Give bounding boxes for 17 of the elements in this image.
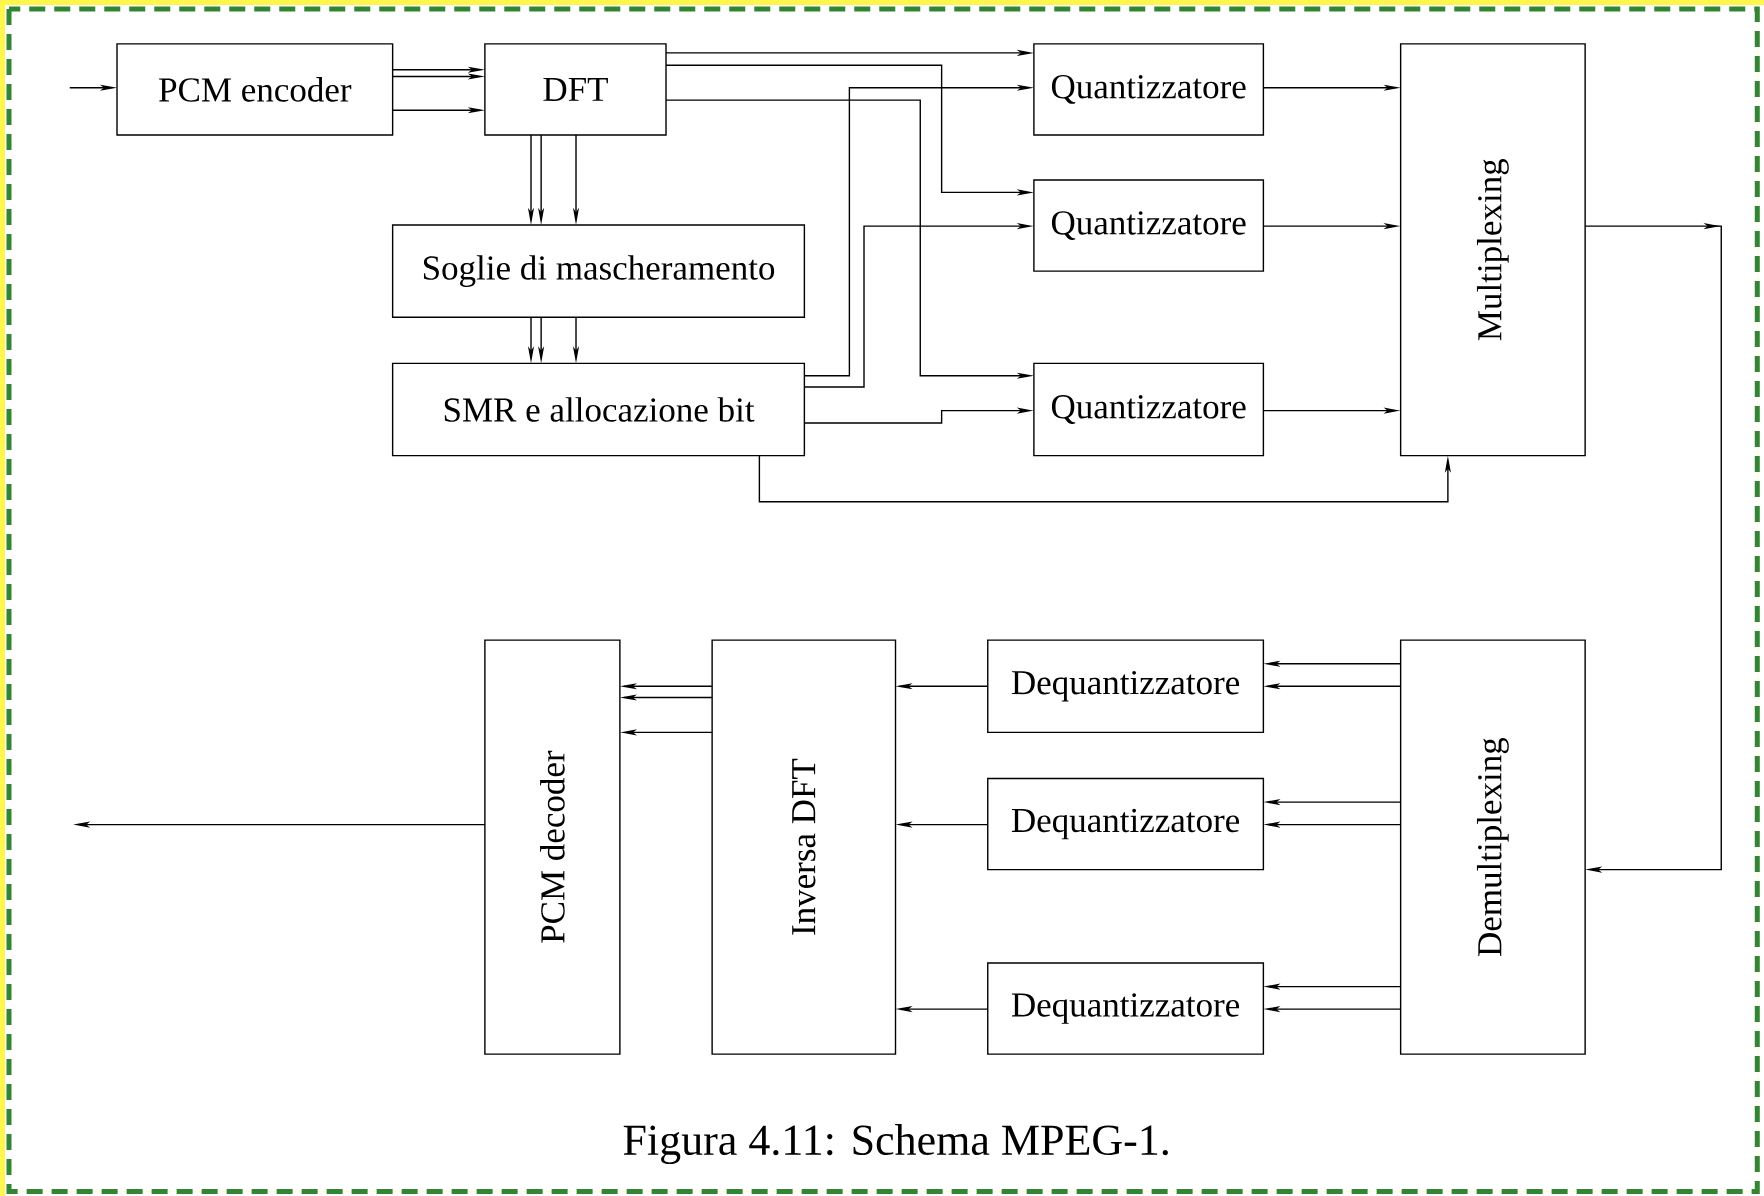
process-box: Dequantizzatore bbox=[987, 777, 1265, 871]
process-box: Quantizzatore bbox=[1033, 43, 1265, 136]
process-box: Demultiplexing bbox=[1399, 639, 1586, 1055]
process-box: Quantizzatore bbox=[1033, 362, 1265, 457]
process-box: SMR e allocazione bit bbox=[391, 362, 806, 457]
caption: Figura 4.11: Schema MPEG-1. bbox=[623, 1124, 1168, 1165]
process-box: Multiplexing bbox=[1399, 43, 1586, 457]
process-box: Quantizzatore bbox=[1033, 179, 1265, 272]
process-box: PCM encoder bbox=[116, 43, 394, 136]
arrow bbox=[1584, 223, 1722, 873]
arrow bbox=[758, 454, 1451, 503]
process-box: Soglie di mascheramento bbox=[391, 224, 806, 318]
process-box: Dequantizzatore bbox=[987, 962, 1265, 1055]
process-box: PCM decoder bbox=[484, 639, 621, 1055]
process-box: DFT bbox=[484, 43, 667, 136]
process-box: Inversa DFT bbox=[711, 639, 897, 1055]
process-box: Dequantizzatore bbox=[987, 639, 1265, 734]
